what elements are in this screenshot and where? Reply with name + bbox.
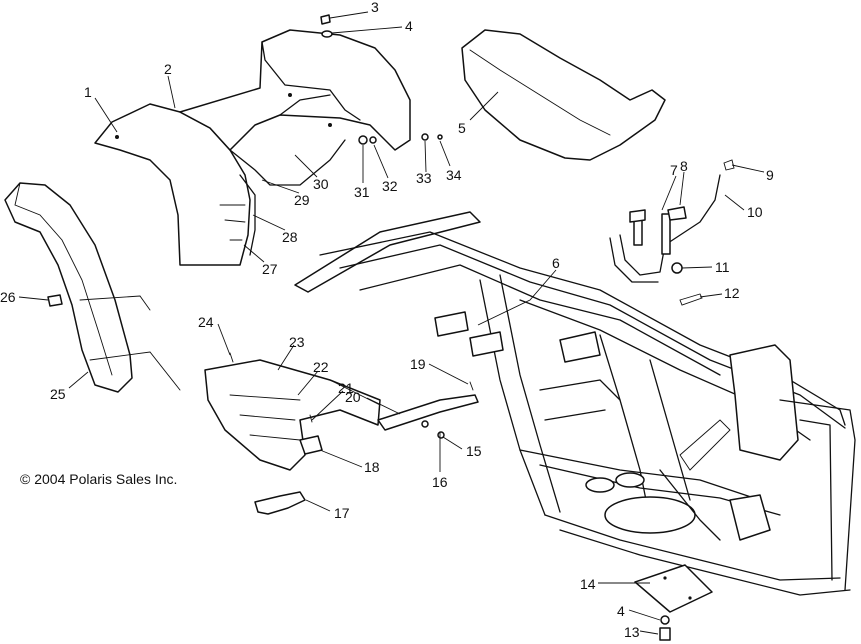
callout-15: 15 — [466, 443, 482, 459]
callout-labels: 1 2 3 4 5 6 7 8 9 10 11 12 13 14 15 16 1… — [0, 0, 774, 640]
callout-28: 28 — [282, 229, 298, 245]
callout-6: 6 — [552, 255, 560, 271]
callout-22: 22 — [313, 359, 329, 375]
callout-33: 33 — [416, 170, 432, 186]
callout-9: 9 — [766, 167, 774, 183]
callout-3: 3 — [371, 0, 379, 15]
grab-handle-part — [609, 159, 735, 306]
callout-26: 26 — [0, 289, 16, 305]
fasteners — [47, 14, 474, 439]
bracket-part — [254, 491, 306, 515]
callout-24: 24 — [198, 314, 214, 330]
callout-30: 30 — [313, 176, 329, 192]
callout-31: 31 — [354, 184, 370, 200]
callout-17: 17 — [334, 505, 350, 521]
callout-16: 16 — [432, 474, 448, 490]
fender-flare-part — [4, 182, 181, 393]
seat-part — [461, 29, 666, 161]
callout-7: 7 — [670, 162, 678, 178]
callout-34: 34 — [446, 167, 462, 183]
skid-plate-part — [634, 564, 713, 641]
callout-21: 21 — [338, 380, 354, 396]
callout-4-lower: 4 — [617, 603, 625, 619]
callout-14: 14 — [580, 576, 596, 592]
callout-4: 4 — [405, 18, 413, 34]
callout-10: 10 — [747, 204, 763, 220]
callout-25: 25 — [50, 386, 66, 402]
support-bracket-part — [377, 394, 479, 431]
callout-8: 8 — [680, 158, 688, 174]
leader-lines — [18, 11, 765, 635]
copyright-notice: © 2004 Polaris Sales Inc. — [20, 471, 177, 487]
callout-29: 29 — [294, 192, 310, 208]
callout-32: 32 — [382, 178, 398, 194]
callout-5: 5 — [458, 120, 466, 136]
callout-11: 11 — [715, 259, 730, 275]
callout-12: 12 — [724, 285, 740, 301]
callout-23: 23 — [289, 334, 305, 350]
callout-18: 18 — [364, 459, 380, 475]
callout-20: 20 — [345, 389, 361, 405]
callout-13: 13 — [624, 624, 640, 640]
rear-fender-part — [94, 29, 411, 266]
callout-27: 27 — [262, 261, 278, 277]
frame-part — [294, 211, 856, 596]
footwell-part — [204, 359, 381, 471]
callout-19: 19 — [410, 356, 426, 372]
callout-2: 2 — [164, 61, 172, 77]
callout-1: 1 — [84, 84, 92, 100]
